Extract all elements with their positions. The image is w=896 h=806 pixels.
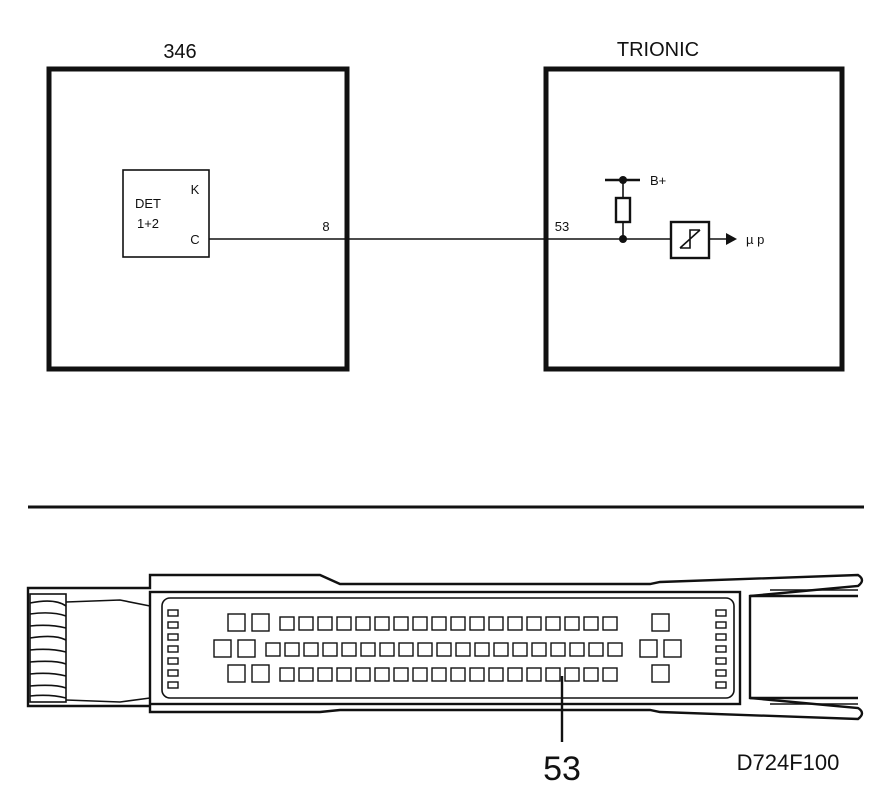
connector-pin [265, 642, 281, 657]
connector-large-pin [651, 613, 670, 632]
wire-pin-8-label: 8 [322, 219, 329, 234]
connector-pin [469, 667, 485, 682]
connector-frame [148, 590, 742, 706]
connector-pin [412, 616, 428, 631]
figure-code: D724F100 [737, 750, 840, 775]
connector-pin [507, 667, 523, 682]
connector-pin [303, 642, 319, 657]
connector-pin [469, 616, 485, 631]
module-trionic-box [543, 66, 845, 372]
connector-large-pin [227, 664, 246, 683]
component-label-line2: 1+2 [137, 216, 159, 231]
connector-pin [360, 642, 376, 657]
pin-k-label: K [191, 182, 200, 197]
left-latch [167, 609, 179, 689]
connector-pin [545, 667, 561, 682]
output-arrow-icon [726, 233, 737, 245]
connector-pin [602, 667, 618, 682]
connector-pin [317, 616, 333, 631]
connector-pin [450, 616, 466, 631]
pullup-resistor [614, 196, 632, 224]
connector-pin [336, 616, 352, 631]
pin-c-label: C [190, 232, 199, 247]
module-346-title: 346 [163, 41, 196, 63]
connector-pin [279, 667, 295, 682]
connector-pin [550, 642, 566, 657]
wire-pin-53-label: 53 [555, 219, 569, 234]
connector-pin [588, 642, 604, 657]
connector-large-pin [639, 639, 658, 658]
connector-pin [284, 642, 300, 657]
connector-pin [512, 642, 528, 657]
connector-pin [417, 642, 433, 657]
connector-pin [298, 616, 314, 631]
connector-large-pin [213, 639, 232, 658]
connector-pin [393, 667, 409, 682]
connector-pin [431, 616, 447, 631]
connector-pin [583, 667, 599, 682]
connector-pin [474, 642, 490, 657]
connector-pin [526, 667, 542, 682]
connector-pin [488, 667, 504, 682]
connector-large-pin [251, 613, 270, 632]
connector-pin [450, 667, 466, 682]
connector-large-pin [651, 664, 670, 683]
cable-wires [29, 600, 67, 699]
connector-large-pin [227, 613, 246, 632]
connector-large-pin [663, 639, 682, 658]
connector-pin [374, 616, 390, 631]
connector-pin [493, 642, 509, 657]
connector-pin [526, 616, 542, 631]
connector-large-pin [251, 664, 270, 683]
cable-clamp [29, 593, 67, 703]
connector-pin [393, 616, 409, 631]
module-346-box [46, 66, 350, 372]
connector-pin [355, 616, 371, 631]
connector-pin [455, 642, 471, 657]
connector-pin [355, 667, 371, 682]
connector-pin [564, 616, 580, 631]
output-label: µ p [746, 232, 764, 247]
connector-pin [569, 642, 585, 657]
connector-pin [298, 667, 314, 682]
connector-pin [531, 642, 547, 657]
connector-large-pin [237, 639, 256, 658]
connector-pin [507, 616, 523, 631]
connector-pin [336, 667, 352, 682]
component-label-line1: DET [135, 196, 161, 211]
connector-pin [431, 667, 447, 682]
connector-pin [341, 642, 357, 657]
connector-pin [279, 616, 295, 631]
knock-sensor-component [122, 169, 210, 258]
cable-sheath [65, 599, 151, 703]
pin-53-callout: 53 [543, 750, 581, 788]
ecu-connector [26, 573, 864, 742]
connector-inner-frame [161, 597, 735, 699]
connector-pin [436, 642, 452, 657]
connector-pin [412, 667, 428, 682]
connector-pin [583, 616, 599, 631]
connector-pin [322, 642, 338, 657]
right-latch [715, 609, 727, 689]
supply-label: B+ [650, 173, 666, 188]
connector-pin [602, 616, 618, 631]
connector-pin [488, 616, 504, 631]
connector-pin [545, 616, 561, 631]
conditioner-symbol-icon [679, 229, 701, 249]
connector-pin [374, 667, 390, 682]
connector-pin-field [213, 613, 682, 683]
connector-pin [379, 642, 395, 657]
connector-pin-53 [564, 667, 580, 682]
connector-pin [607, 642, 623, 657]
module-trionic-title: TRIONIC [617, 39, 699, 61]
signal-conditioner-block [669, 220, 711, 260]
connector-pin [317, 667, 333, 682]
connector-pin [398, 642, 414, 657]
